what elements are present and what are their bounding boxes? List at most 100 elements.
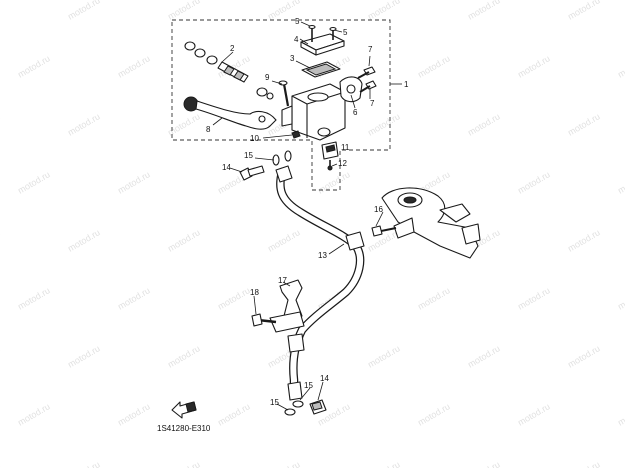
watermark-text: motod.ru <box>416 401 452 427</box>
brake-hose <box>275 165 365 401</box>
watermark-text: motod.ru <box>0 227 2 253</box>
watermark-text: motod.ru <box>466 111 502 137</box>
watermark-text: motod.ru <box>16 285 52 311</box>
watermark-text: motod.ru <box>616 169 625 195</box>
nut-10 <box>291 130 301 139</box>
watermark-text: motod.ru <box>66 459 102 468</box>
watermark-text: motod.ru <box>116 285 152 311</box>
callout-9: 9 <box>265 73 270 82</box>
watermark-text: motod.ru <box>66 227 102 253</box>
watermark-text: motod.ru <box>166 111 202 137</box>
watermark-text: motod.ru <box>66 343 102 369</box>
watermark-text: motod.ru <box>366 111 402 137</box>
watermark-text: motod.ru <box>516 53 552 79</box>
watermark-text: motod.ru <box>116 401 152 427</box>
callout-4: 4 <box>294 35 299 44</box>
watermark-text: motod.ru <box>566 111 602 137</box>
watermark-text: motod.ru <box>0 0 2 22</box>
diaphragm <box>301 61 341 78</box>
watermark-text: motod.ru <box>66 0 102 22</box>
diagram-code: 1S41280-E310 <box>157 424 211 433</box>
bolt-16 <box>371 225 397 237</box>
watermark-text: motod.ru <box>266 459 302 468</box>
watermark-text: motod.ru <box>466 0 502 22</box>
watermark-text: motod.ru <box>316 169 352 195</box>
callout-3: 3 <box>290 54 295 63</box>
callout-8: 8 <box>206 125 211 134</box>
watermark-text: motod.ru <box>0 343 2 369</box>
washer-upper-b <box>284 150 292 162</box>
watermark-text: motod.ru <box>166 459 202 468</box>
callout-15-lower-left: 15 <box>270 398 279 407</box>
callouts: 1 2 3 4 5 5 6 7 7 8 9 10 11 12 13 14 14 … <box>206 17 409 407</box>
union-bolt-upper <box>239 165 265 181</box>
pivot-bolt <box>278 80 290 107</box>
callout-7-lower: 7 <box>370 99 375 108</box>
switch-11 <box>321 141 339 160</box>
watermark-text: motod.ru <box>166 227 202 253</box>
callout-17: 17 <box>278 276 287 285</box>
watermark-text: motod.ru <box>166 0 202 22</box>
callout-7-upper: 7 <box>368 45 373 54</box>
assembly-outline <box>171 19 391 191</box>
watermark-text: motod.ru <box>266 227 302 253</box>
bolt-7-lower <box>359 80 377 93</box>
holder <box>339 76 363 103</box>
watermark-text: motod.ru <box>616 285 625 311</box>
watermark-text: motod.ru <box>416 53 452 79</box>
watermark-text: motod.ru <box>0 459 2 468</box>
watermark-text: motod.ru <box>0 111 2 137</box>
washer-lower-b <box>292 400 304 408</box>
master-cylinder-body <box>281 83 346 141</box>
watermark-text: motod.ru <box>66 111 102 137</box>
watermark-text: motod.ru <box>116 169 152 195</box>
watermark-text: motod.ru <box>466 343 502 369</box>
screw-12 <box>327 160 333 171</box>
leader-lines <box>212 21 402 411</box>
watermark-text: motod.ru <box>216 401 252 427</box>
callout-2: 2 <box>230 44 235 53</box>
watermark-text: motod.ru <box>566 343 602 369</box>
watermark-text: motod.ru <box>16 169 52 195</box>
callout-5-right: 5 <box>343 28 348 37</box>
watermark-text: motod.ru <box>366 0 402 22</box>
watermark-text: motod.ru <box>566 227 602 253</box>
watermark-text: motod.ru <box>16 401 52 427</box>
callout-14-lower: 14 <box>320 374 329 383</box>
reservoir-cap <box>300 33 345 56</box>
watermark-text: motod.ru <box>366 459 402 468</box>
watermark-text: motod.ru <box>616 53 625 79</box>
piston-kit <box>184 41 274 100</box>
callout-10: 10 <box>250 134 259 143</box>
callout-12: 12 <box>338 159 347 168</box>
brake-caliper <box>381 187 481 259</box>
callout-18: 18 <box>250 288 259 297</box>
union-bolt-lower <box>309 399 327 415</box>
watermark-text: motod.ru <box>366 343 402 369</box>
watermark-text: motod.ru <box>216 285 252 311</box>
callout-15-upper: 15 <box>244 151 253 160</box>
callout-13: 13 <box>318 251 327 260</box>
washer-lower-a <box>284 408 296 416</box>
callout-14-upper: 14 <box>222 163 231 172</box>
watermark-text: motod.ru <box>516 401 552 427</box>
watermark-text: motod.ru <box>516 169 552 195</box>
callout-11: 11 <box>341 143 350 152</box>
watermark-text: motod.ru <box>116 53 152 79</box>
screw-5-left <box>308 24 316 42</box>
brake-lever <box>183 96 277 130</box>
bolt-7-upper <box>357 66 376 79</box>
watermark-text: motod.ru <box>516 285 552 311</box>
callout-1: 1 <box>404 80 409 89</box>
front-arrow-icon <box>171 401 197 419</box>
watermark-text: motod.ru <box>466 459 502 468</box>
callout-6: 6 <box>353 108 358 117</box>
watermark-text: motod.ru <box>566 459 602 468</box>
watermark-text: motod.ru <box>566 0 602 22</box>
hose-holder <box>269 279 305 333</box>
bolt-18 <box>251 313 277 327</box>
watermark-text: motod.ru <box>16 53 52 79</box>
watermark-text: motod.ru <box>616 401 625 427</box>
callout-5-left: 5 <box>295 17 300 26</box>
